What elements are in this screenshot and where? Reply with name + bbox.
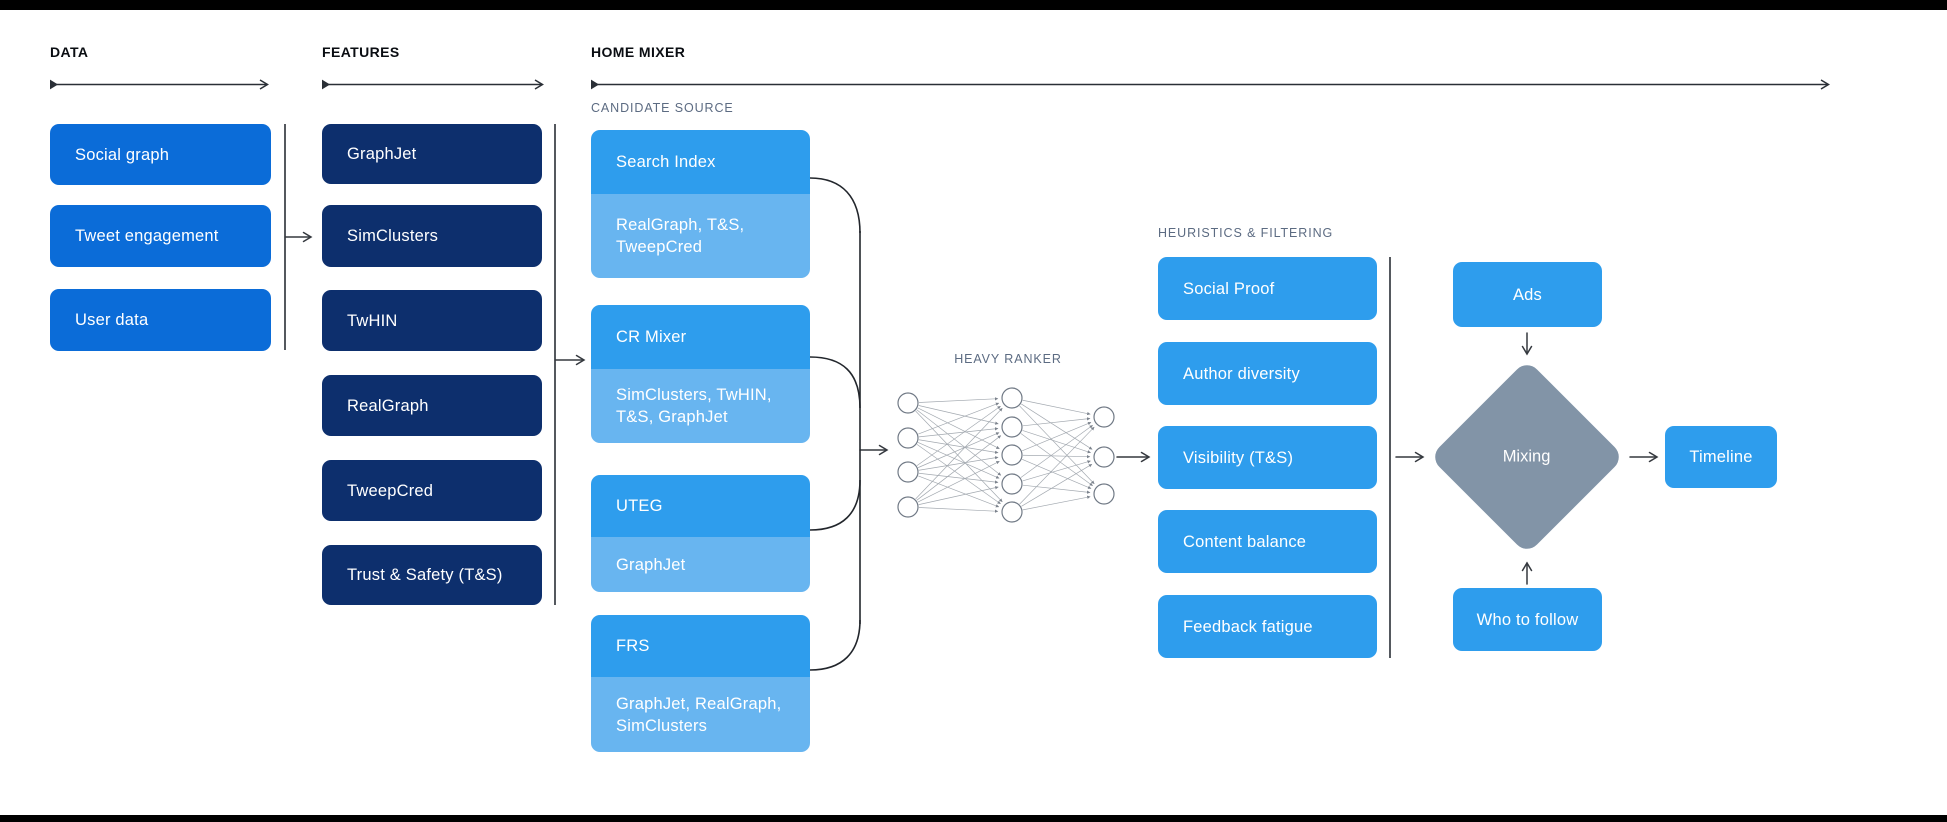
candidate-header: UTEG — [591, 475, 810, 537]
features-column-label: FEATURES — [322, 44, 400, 60]
heuristic-box: Feedback fatigue — [1158, 595, 1377, 658]
heuristic-box: Visibility (T&S) — [1158, 426, 1377, 489]
data-box: Social graph — [50, 124, 271, 185]
heavy-ranker-label: HEAVY RANKER — [954, 352, 1062, 366]
feature-box: TwHIN — [322, 290, 542, 351]
feature-box: RealGraph — [322, 375, 542, 436]
data-box: User data — [50, 289, 271, 351]
mixing-label: Mixing — [1503, 447, 1551, 466]
candidate-sources: SimClusters, TwHIN, T&S, GraphJet — [591, 369, 810, 443]
timeline-box: Timeline — [1665, 426, 1777, 488]
feature-box: TweepCred — [322, 460, 542, 521]
data-column-label: DATA — [50, 44, 89, 60]
candidate-sources: RealGraph, T&S, TweepCred — [591, 194, 810, 278]
who-to-follow-box: Who to follow — [1453, 588, 1602, 651]
candidate-header: CR Mixer — [591, 305, 810, 369]
heavy-ranker-network — [897, 387, 1115, 523]
heuristic-box: Social Proof — [1158, 257, 1377, 320]
candidate-sources: GraphJet, RealGraph, SimClusters — [591, 677, 810, 752]
heuristic-box: Author diversity — [1158, 342, 1377, 405]
feature-box: GraphJet — [322, 124, 542, 184]
data-box: Tweet engagement — [50, 205, 271, 267]
bottom-black-bar — [0, 815, 1947, 822]
candidate-header: Search Index — [591, 130, 810, 194]
header-arrow-start-markers — [50, 79, 599, 90]
top-black-bar — [0, 0, 1947, 10]
heuristic-box: Content balance — [1158, 510, 1377, 573]
feature-box: Trust & Safety (T&S) — [322, 545, 542, 605]
home-mixer-label: HOME MIXER — [591, 44, 686, 60]
heuristics-filtering-label: HEURISTICS & FILTERING — [1158, 226, 1334, 240]
candidate-source-label: CANDIDATE SOURCE — [591, 101, 734, 115]
candidate-header: FRS — [591, 615, 810, 677]
feature-box: SimClusters — [322, 205, 542, 267]
header-arrows — [50, 79, 1830, 90]
mixing-diamond: Mixing — [1429, 359, 1625, 555]
ads-box: Ads — [1453, 262, 1602, 327]
candidate-sources: GraphJet — [591, 537, 810, 592]
candidate-collector-curves — [809, 177, 861, 671]
